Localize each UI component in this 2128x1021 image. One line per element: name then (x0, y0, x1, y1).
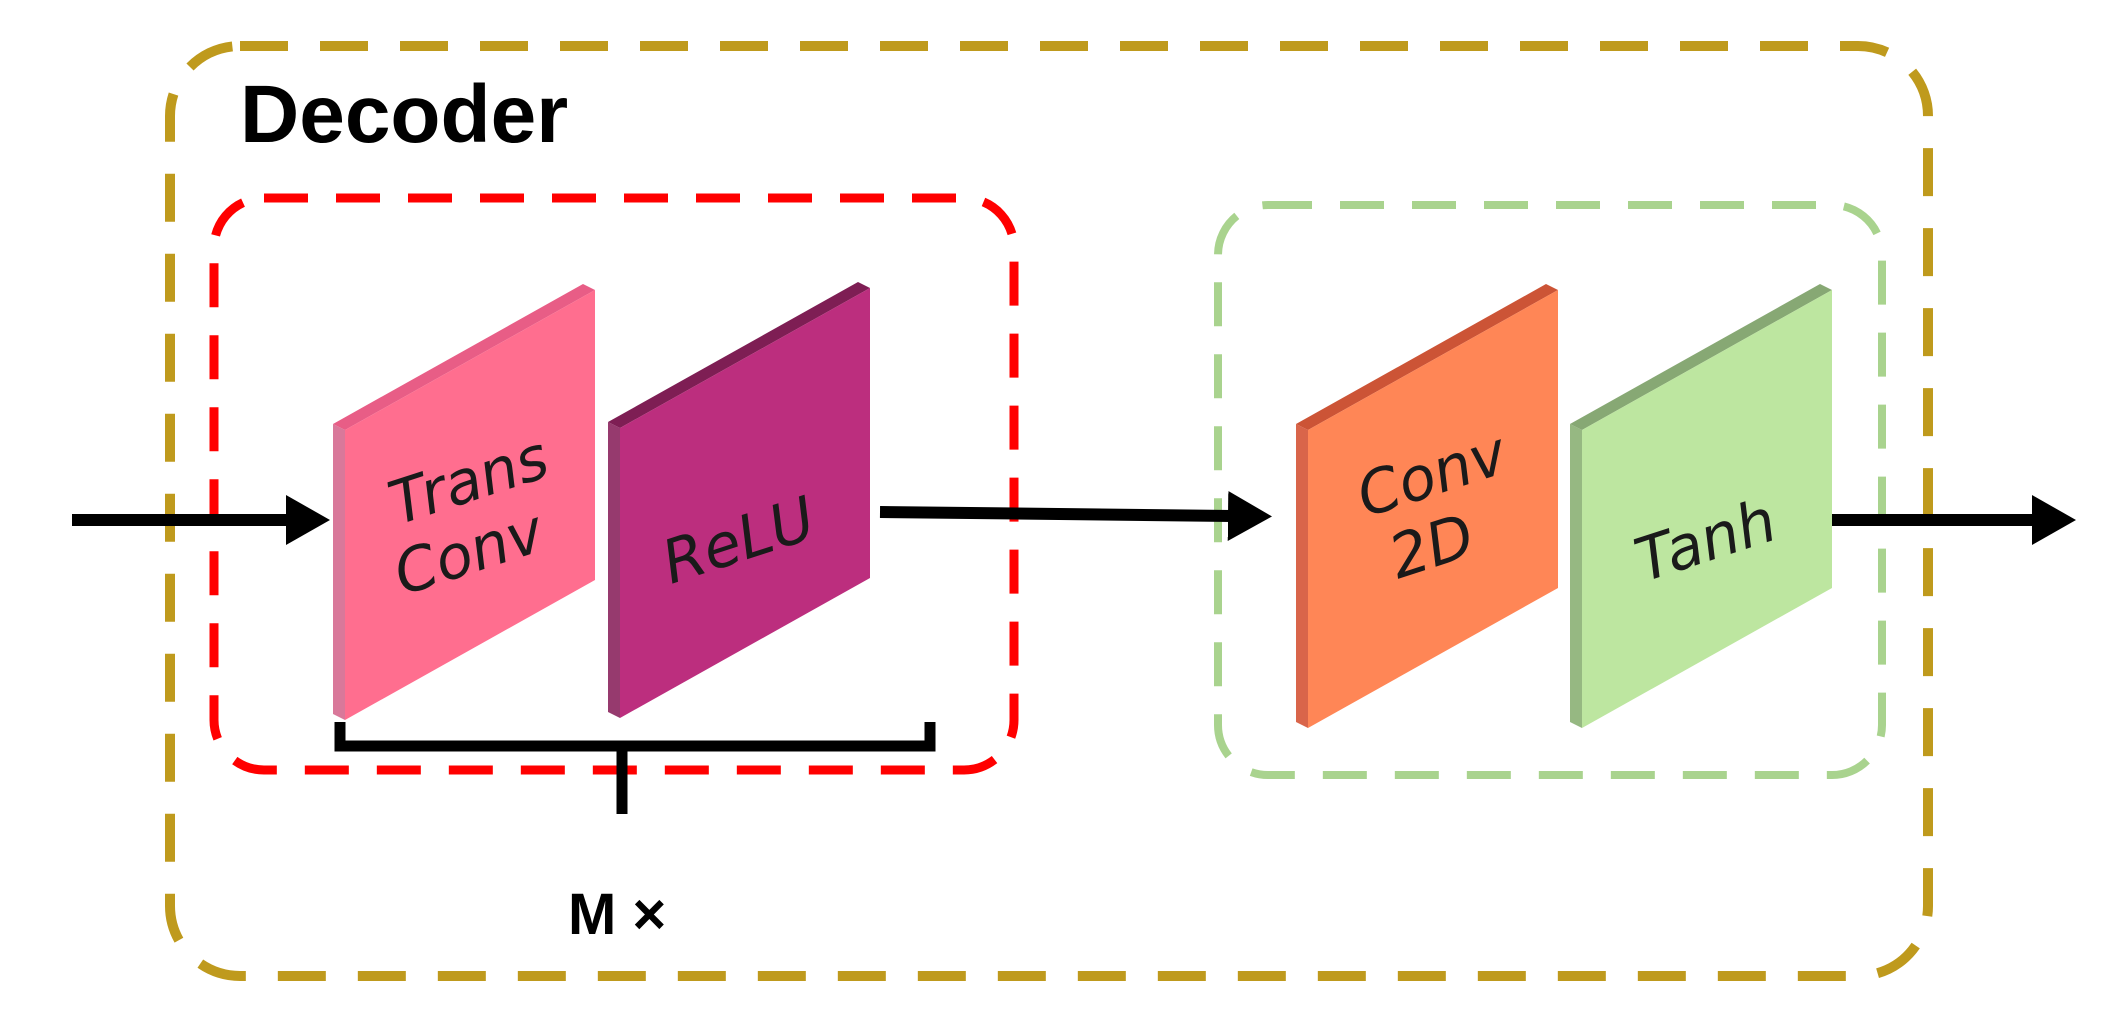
repeat-block-boundary (209, 193, 1019, 775)
conv-2d-face (1308, 290, 1558, 728)
relu-side (608, 422, 620, 718)
conv-2d-layer: Conv 2D (1296, 284, 1558, 728)
trans-conv-top (333, 284, 595, 430)
decoder-title: Decoder (240, 69, 568, 160)
tanh-layer: Tanh (1570, 284, 1832, 728)
output-block-boundary (1214, 201, 1886, 779)
repeat-brace (334, 722, 936, 814)
relu-layer: ReLU (608, 282, 870, 718)
trans-conv-side (333, 424, 345, 720)
repeat-count-label: M × (568, 882, 666, 947)
trans-conv-face (345, 290, 595, 720)
relu-face (620, 288, 870, 718)
conv-2d-top (1296, 284, 1558, 430)
tanh-face (1582, 290, 1832, 728)
decoder-boundary (165, 41, 1933, 981)
connection-arrow (879, 490, 1272, 541)
relu-top (608, 282, 870, 428)
tanh-top (1570, 284, 1832, 430)
conv-2d-side (1296, 424, 1308, 728)
trans-conv-layer: Trans Conv (333, 284, 595, 720)
tanh-side (1570, 424, 1582, 728)
